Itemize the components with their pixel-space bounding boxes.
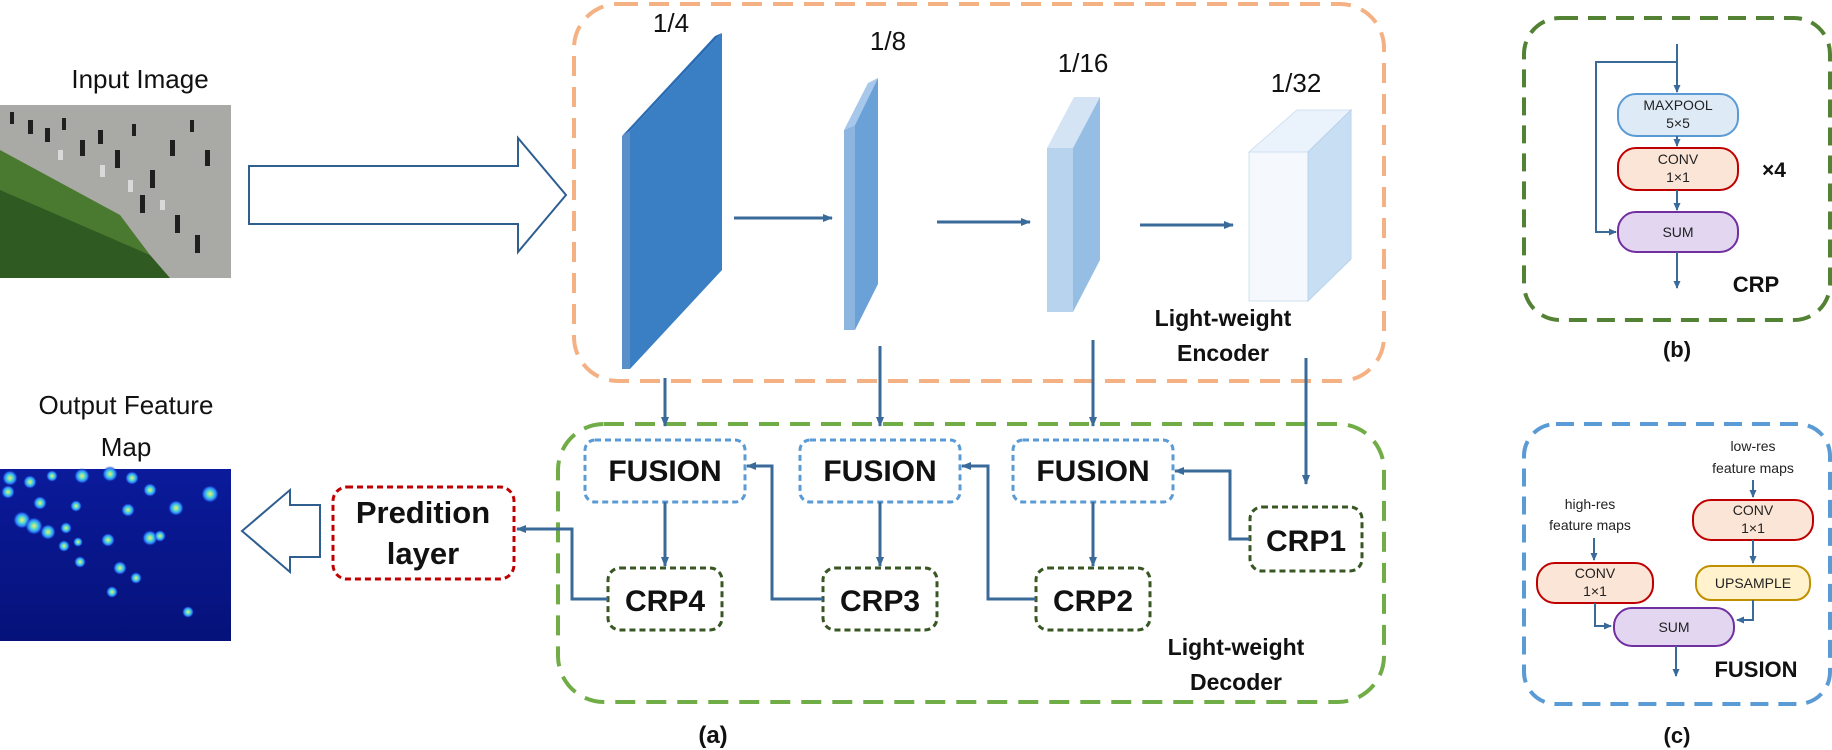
feature-block-1-4 [622,33,722,369]
crp-conv-line2: 1×1 [1666,169,1690,185]
scale-label-1-8: 1/8 [870,26,906,56]
prediction-layer: Predition layer [331,485,516,581]
decoder-label-line2: Decoder [1190,669,1282,695]
fusion-detail-panel [1522,422,1832,706]
input-image-label: Input Image [71,64,208,94]
fusion-highres-conv-node: CONV 1×1 [1536,562,1654,604]
fusion-upsample-label: UPSAMPLE [1715,575,1791,591]
scale-label-1-4: 1/4 [653,8,689,38]
caption-b: (b) [1663,337,1691,362]
crp4-label: CRP4 [625,585,705,618]
crp2-label: CRP2 [1053,585,1133,618]
crp-conv-node: CONV 1×1 [1617,147,1739,191]
encoder-label-line2: Encoder [1177,340,1269,366]
prediction-to-output-arrow [240,487,321,575]
fusion-upsample-to-sum-arrow [1736,600,1754,624]
input-image [0,105,231,278]
fusion-highres-to-sum-arrow [1594,603,1612,630]
fusion-highres-conv-line2: 1×1 [1583,583,1607,599]
fusion-lowres-conv-node: CONV 1×1 [1692,499,1814,541]
fusion-upsample-node: UPSAMPLE [1695,565,1811,601]
crp-detail-panel [1522,16,1832,322]
fusion-panel-title: FUSION [1714,657,1797,682]
fusion-highres-conv-line1: CONV [1575,565,1616,581]
fusion-lowres-line2: feature maps [1712,460,1794,476]
fusion-block-2: FUSION [798,438,962,504]
encoder-box [572,2,1386,383]
prediction-label-line2: layer [387,536,459,571]
crp3-to-fusion3-arrow [746,462,823,601]
fusion-label: FUSION [823,455,936,488]
crp-residual-arrow [1595,61,1677,236]
crp-block-4: CRP4 [606,566,724,632]
crp-repeat-label: ×4 [1762,159,1786,182]
crp-sum-label: SUM [1662,224,1693,240]
crp-block-3: CRP3 [821,566,939,632]
feature-block-1-8 [844,78,878,330]
decoder-label-line1: Light-weight [1168,634,1305,660]
crp4-to-prediction-arrow [516,525,608,601]
fusion-sum-node: SUM [1613,607,1735,647]
scale-label-1-16: 1/16 [1058,48,1109,78]
fusion-block-3: FUSION [583,438,747,504]
output-label-line1: Output Feature [39,390,214,420]
feature-block-1-16 [1047,97,1100,312]
crp-maxpool-line1: MAXPOOL [1643,97,1712,113]
fusion-lowres-conv-line2: 1×1 [1741,520,1765,536]
crp-panel-title: CRP [1733,272,1779,297]
crp-maxpool-node: MAXPOOL 5×5 [1617,93,1739,137]
decoder-box [556,422,1386,704]
fusion-highres-line1: high-res [1565,496,1616,512]
caption-c: (c) [1664,723,1691,748]
crp-block-2: CRP2 [1034,566,1152,632]
output-feature-map [0,466,231,641]
crp1-to-fusion1-arrow [1174,467,1250,541]
crp3-label: CRP3 [840,585,920,618]
fusion-lowres-line1: low-res [1730,438,1775,454]
feature-block-1-32 [1247,108,1353,303]
fusion-block-1: FUSION [1011,438,1175,504]
input-to-encoder-arrow [248,135,568,255]
fusion-label: FUSION [1036,455,1149,488]
fusion-highres-line2: feature maps [1549,517,1631,533]
fusion-sum-label: SUM [1658,619,1689,635]
crp-maxpool-line2: 5×5 [1666,115,1690,131]
encoder-label-line1: Light-weight [1155,305,1292,331]
fusion-label: FUSION [608,455,721,488]
scale-label-1-32: 1/32 [1271,68,1322,98]
prediction-label-line1: Predition [356,495,490,530]
fusion-lowres-conv-line1: CONV [1733,502,1774,518]
crp-sum-node: SUM [1617,211,1739,253]
output-label-line2: Map [101,432,152,462]
crp-block-1: CRP1 [1248,505,1364,573]
crp2-to-fusion2-arrow [961,462,1036,601]
crp-conv-line1: CONV [1658,151,1699,167]
caption-a: (a) [698,722,727,749]
crp1-label: CRP1 [1266,525,1346,558]
